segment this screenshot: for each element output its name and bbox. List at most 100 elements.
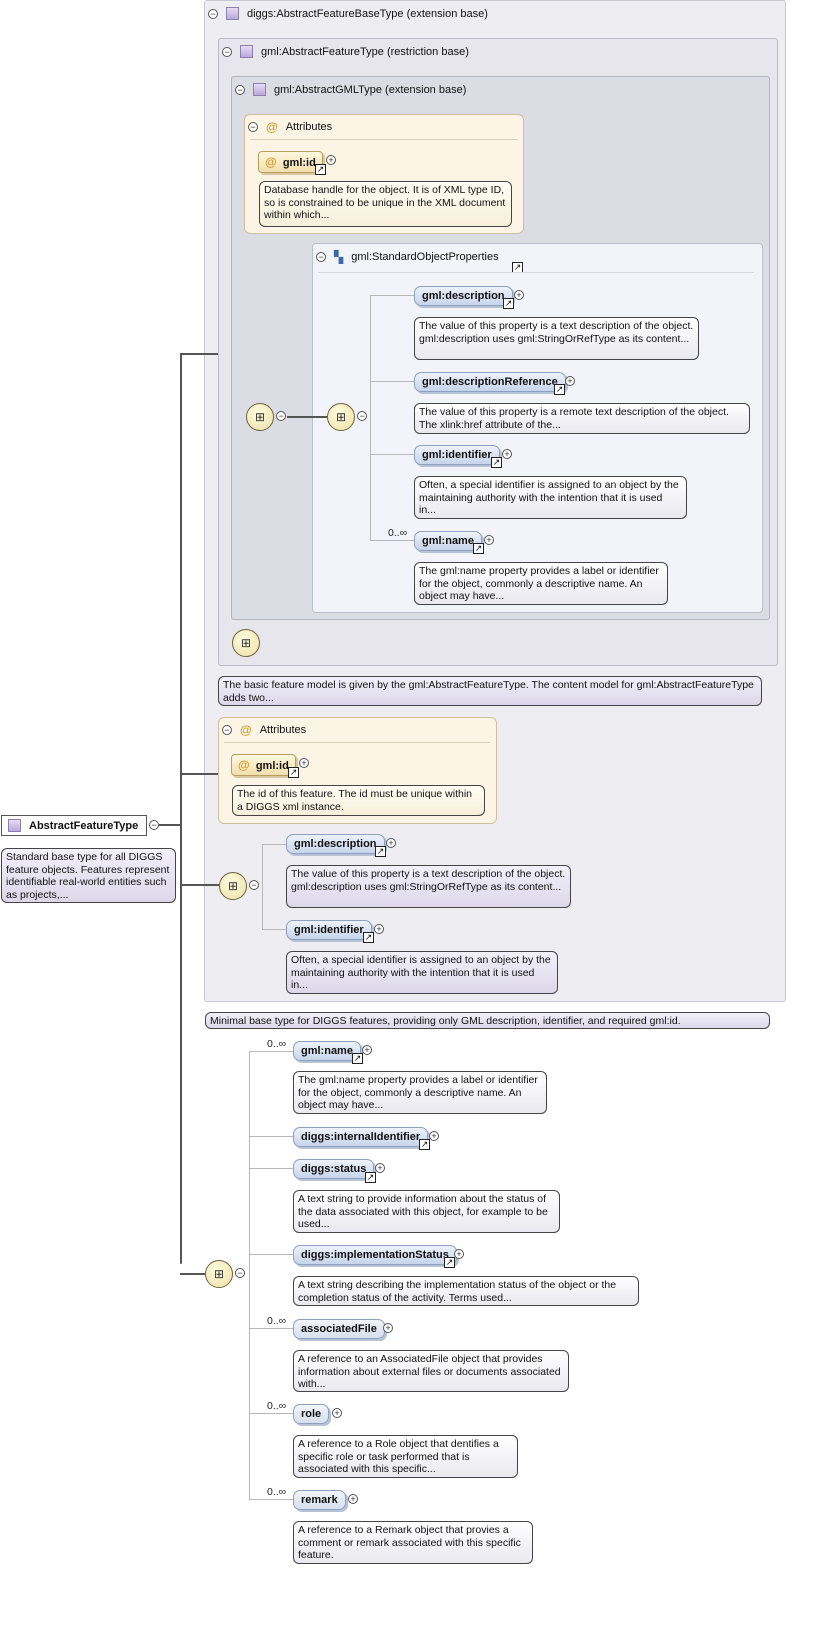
expand-icon[interactable]: +	[332, 1408, 342, 1418]
expand-icon[interactable]: +	[299, 758, 309, 768]
sequence-icon[interactable]: ⊞	[232, 629, 260, 657]
expand-icon[interactable]: +	[514, 290, 524, 300]
divider	[250, 139, 518, 140]
branch-line	[370, 540, 414, 541]
expand-icon[interactable]: +	[375, 1163, 385, 1173]
element-gml-name[interactable]: gml:name	[414, 531, 482, 551]
element-gml-description-reference[interactable]: gml:descriptionReference	[414, 372, 566, 392]
divider	[318, 272, 754, 273]
attribute-icon: @	[240, 723, 252, 737]
expand-icon[interactable]: +	[362, 1045, 372, 1055]
element-diggs-internal-identifier[interactable]: diggs:internalIdentifier	[293, 1127, 429, 1147]
collapse-icon[interactable]: −	[276, 411, 286, 421]
collapse-icon[interactable]: −	[208, 8, 218, 19]
reference-arrow-icon[interactable]: ↗	[352, 1053, 363, 1064]
expand-icon[interactable]: +	[386, 838, 396, 848]
expand-icon[interactable]: +	[454, 1249, 464, 1259]
element-associated-file[interactable]: associatedFile	[293, 1319, 385, 1339]
sequence-icon[interactable]: ⊞	[219, 872, 247, 900]
expand-icon[interactable]: +	[565, 376, 575, 386]
element-doc: The value of this property is a text des…	[286, 865, 571, 908]
branch-line	[249, 1499, 293, 1500]
collapse-icon[interactable]: −	[235, 1268, 245, 1278]
divider	[224, 742, 490, 743]
element-gml-identifier[interactable]: gml:identifier	[414, 445, 500, 465]
reference-arrow-icon[interactable]: ↗	[375, 846, 386, 857]
base1-header[interactable]: − diggs:AbstractFeatureBaseType (extensi…	[208, 7, 488, 20]
reference-arrow-icon[interactable]: ↗	[288, 767, 299, 778]
sop-label: gml:StandardObjectProperties	[351, 251, 499, 263]
expand-icon[interactable]: +	[429, 1131, 439, 1141]
reference-arrow-icon[interactable]: ↗	[503, 298, 514, 309]
branch-line	[262, 929, 286, 930]
gml-id-label: gml:id	[255, 760, 289, 772]
gml-id-attribute[interactable]: @ gml:id	[258, 151, 323, 173]
element-gml-description[interactable]: gml:description	[414, 286, 513, 306]
collapse-icon[interactable]: −	[222, 725, 232, 735]
branch-line	[370, 295, 371, 540]
element-doc: The value of this property is a remote t…	[414, 403, 750, 434]
sequence-icon[interactable]: ⊞	[327, 403, 355, 431]
base2-label: gml:AbstractFeatureType (restriction bas…	[261, 45, 469, 58]
sequence-icon[interactable]: ⊞	[246, 403, 274, 431]
expand-icon[interactable]: +	[348, 1494, 358, 1504]
element-doc: Often, a special identifier is assigned …	[414, 476, 687, 519]
attributes-label: Attributes	[285, 121, 333, 133]
collapse-icon[interactable]: −	[316, 252, 326, 262]
reference-arrow-icon[interactable]: ↗	[554, 384, 565, 395]
base2-doc: The basic feature model is given by the …	[218, 676, 762, 706]
collapse-icon[interactable]: −	[222, 46, 232, 57]
reference-arrow-icon[interactable]: ↗	[473, 543, 484, 554]
element-gml-identifier[interactable]: gml:identifier	[286, 920, 372, 940]
reference-arrow-icon[interactable]: ↗	[419, 1139, 430, 1150]
element-gml-name[interactable]: gml:name	[293, 1041, 361, 1061]
reference-arrow-icon[interactable]: ↗	[491, 457, 502, 468]
element-diggs-status[interactable]: diggs:status	[293, 1159, 375, 1179]
expand-icon[interactable]: +	[484, 535, 494, 545]
base1-label: diggs:AbstractFeatureBaseType (extension…	[247, 7, 488, 20]
root-type-box[interactable]: AbstractFeatureType	[1, 815, 147, 836]
attribute-icon: @	[265, 155, 277, 169]
expand-icon[interactable]: +	[383, 1323, 393, 1333]
reference-arrow-icon[interactable]: ↗	[363, 932, 374, 943]
reference-arrow-icon[interactable]: ↗	[315, 164, 326, 175]
multiplicity: 0..∞	[267, 1038, 287, 1050]
element-gml-description[interactable]: gml:description	[286, 834, 385, 854]
collapse-icon[interactable]: −	[248, 122, 258, 132]
root-label: AbstractFeatureType	[29, 819, 139, 832]
expand-icon[interactable]: +	[374, 924, 384, 934]
attribute-icon: @	[266, 120, 278, 134]
element-diggs-implementation-status[interactable]: diggs:implementationStatus	[293, 1245, 457, 1265]
base3-header[interactable]: − gml:AbstractGMLType (extension base)	[235, 83, 466, 96]
gml-id-doc: Database handle for the object. It is of…	[259, 181, 512, 227]
inner-attributes-header[interactable]: − @ Attributes	[248, 120, 332, 134]
base1-doc: Minimal base type for DIGGS features, pr…	[205, 1012, 770, 1029]
branch-line	[249, 1328, 293, 1329]
branch-line	[249, 1136, 293, 1137]
collapse-icon[interactable]: −	[357, 411, 367, 421]
branch-line	[249, 1051, 293, 1052]
base2-header[interactable]: − gml:AbstractFeatureType (restriction b…	[222, 45, 469, 58]
branch-line	[249, 1413, 293, 1414]
expand-icon[interactable]: +	[326, 155, 336, 165]
branch-line	[249, 1254, 293, 1255]
reference-arrow-icon[interactable]: ↗	[444, 1257, 455, 1268]
root-doc: Standard base type for all DIGGS feature…	[1, 848, 176, 903]
collapse-icon[interactable]: −	[235, 84, 245, 95]
attributes-label: Attributes	[259, 724, 307, 736]
collapse-icon[interactable]: −	[149, 820, 159, 830]
sop-header[interactable]: − ▚ gml:StandardObjectProperties	[316, 250, 499, 264]
element-doc: A text string describing the implementat…	[293, 1276, 639, 1306]
reference-arrow-icon[interactable]: ↗	[365, 1172, 376, 1183]
branch-line	[262, 844, 263, 930]
collapse-icon[interactable]: −	[249, 880, 259, 890]
branch-line	[249, 1168, 293, 1169]
connector	[180, 884, 219, 886]
element-remark[interactable]: remark	[293, 1490, 346, 1510]
element-role[interactable]: role	[293, 1404, 330, 1424]
gml-id-attribute[interactable]: @ gml:id	[231, 754, 296, 776]
expand-icon[interactable]: +	[502, 449, 512, 459]
outer-attributes-header[interactable]: − @ Attributes	[222, 723, 306, 737]
element-doc: The gml:name property provides a label o…	[414, 562, 668, 605]
sequence-icon[interactable]: ⊞	[205, 1260, 233, 1288]
